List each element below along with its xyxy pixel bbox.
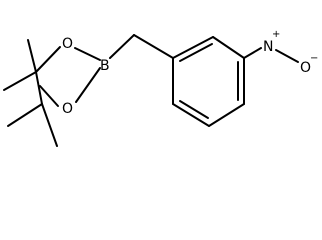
bond-c5-methyl-left: [7, 103, 43, 127]
ring-oxygen-bottom-label: O: [62, 101, 73, 117]
bond-ring-2-3: [212, 36, 245, 59]
bond-ring-inner-1: [179, 43, 213, 62]
bond-c4-methyl-left: [3, 71, 37, 91]
bond-ring-nitro: [243, 47, 262, 59]
bond-ring-4-5: [208, 103, 245, 127]
bond-ring-1-2: [172, 36, 214, 59]
nitro-oxygen-charge: −: [310, 53, 318, 64]
bond-b-ch2: [109, 34, 135, 59]
bond-n-o: [275, 49, 299, 63]
nitro-oxygen-label: O: [300, 60, 311, 76]
bond-ring-inner-3: [179, 100, 209, 119]
bond-o1-b: [74, 47, 101, 61]
bond-b-o2: [75, 67, 101, 103]
bond-c5-methyl-bottom: [41, 103, 58, 147]
boron-label: B: [100, 58, 110, 74]
bond-c4-c5: [35, 71, 43, 105]
bond-o1-c4: [35, 46, 61, 73]
bond-c4-methyl-top: [27, 39, 37, 73]
ring-oxygen-top-label: O: [62, 36, 73, 52]
bond-ch2-ring: [133, 34, 174, 59]
bond-ring-5-6: [172, 103, 210, 127]
nitrobenzyl-boronate-structure: O O B N + O −: [3, 29, 318, 147]
structure-canvas: O O B N + O −: [3, 29, 319, 147]
bond-o2-c5: [39, 85, 59, 107]
nitro-nitrogen-label: N: [263, 39, 273, 55]
nitro-nitrogen-charge: +: [272, 29, 280, 40]
